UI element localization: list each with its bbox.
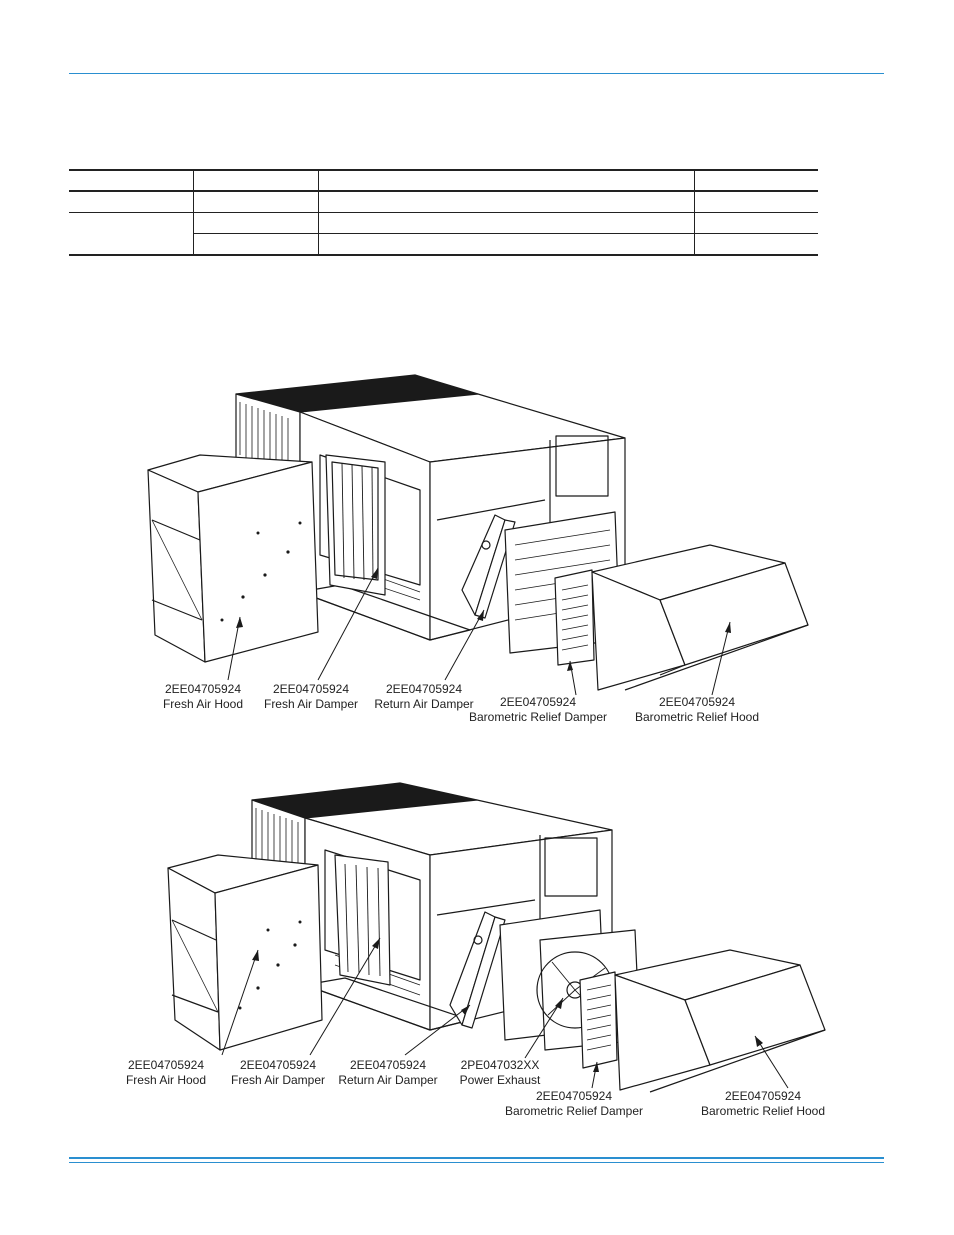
part-name: Barometric Relief Hood (634, 710, 760, 724)
label-fresh-air-damper: 2EE04705924 Fresh Air Damper (231, 1058, 325, 1088)
table-cell (193, 212, 319, 234)
footer-rule (69, 1157, 884, 1159)
header-rule (69, 73, 884, 74)
table-cell (193, 169, 319, 192)
label-barometric-relief-damper: 2EE04705924 Barometric Relief Damper (505, 1089, 643, 1119)
bottom-unit-drawing (167, 782, 826, 1093)
part-number: 2PE047032XX (460, 1058, 540, 1072)
label-power-exhaust: 2PE047032XX Power Exhaust (460, 1058, 541, 1088)
label-return-air-damper: 2EE04705924 Return Air Damper (374, 682, 473, 712)
table-cell (193, 233, 319, 256)
label-barometric-relief-hood: 2EE04705924 Barometric Relief Hood (635, 695, 759, 725)
part-number: 2EE04705924 (349, 1058, 427, 1072)
part-number: 2EE04705924 (724, 1089, 802, 1103)
part-number: 2EE04705924 (658, 695, 736, 709)
label-fresh-air-hood: 2EE04705924 Fresh Air Hood (163, 682, 243, 712)
table-row (69, 212, 818, 256)
table-header-row (69, 169, 818, 192)
table-cell (318, 169, 695, 192)
part-name: Return Air Damper (338, 1073, 438, 1087)
part-number: 2EE04705924 (535, 1089, 613, 1103)
part-number: 2EE04705924 (239, 1058, 317, 1072)
table-cell (69, 169, 194, 192)
table-cell (694, 212, 818, 234)
table-cell (318, 233, 695, 256)
label-return-air-damper: 2EE04705924 Return Air Damper (338, 1058, 437, 1088)
table-cell (69, 191, 194, 213)
table-cell (694, 191, 818, 213)
part-name: Barometric Relief Hood (700, 1104, 826, 1118)
table-cell (694, 169, 818, 192)
part-name: Fresh Air Hood (125, 1073, 207, 1087)
table-row (69, 233, 818, 256)
table-row (69, 191, 818, 213)
label-fresh-air-hood: 2EE04705924 Fresh Air Hood (126, 1058, 206, 1088)
part-name: Return Air Damper (374, 697, 474, 711)
part-number: 2EE04705924 (385, 682, 463, 696)
part-name: Barometric Relief Damper (504, 1104, 644, 1118)
part-number: 2EE04705924 (499, 695, 577, 709)
part-name: Power Exhaust (459, 1073, 541, 1087)
part-name: Fresh Air Hood (162, 697, 244, 711)
footer-rule-thin (69, 1162, 884, 1163)
table-cell (193, 191, 319, 213)
table-cell (318, 212, 695, 234)
part-name: Fresh Air Damper (263, 697, 359, 711)
table-cell (69, 212, 194, 256)
part-number: 2EE04705924 (164, 682, 242, 696)
label-barometric-relief-hood: 2EE04705924 Barometric Relief Hood (701, 1089, 825, 1119)
part-name: Barometric Relief Damper (468, 710, 608, 724)
spec-table (69, 169, 818, 256)
table-cell (318, 191, 695, 213)
part-number: 2EE04705924 (127, 1058, 205, 1072)
part-number: 2EE04705924 (272, 682, 350, 696)
label-barometric-relief-damper: 2EE04705924 Barometric Relief Damper (469, 695, 607, 725)
top-unit-drawing (147, 374, 809, 696)
table-cell (694, 233, 818, 256)
label-fresh-air-damper: 2EE04705924 Fresh Air Damper (264, 682, 358, 712)
part-name: Fresh Air Damper (230, 1073, 326, 1087)
